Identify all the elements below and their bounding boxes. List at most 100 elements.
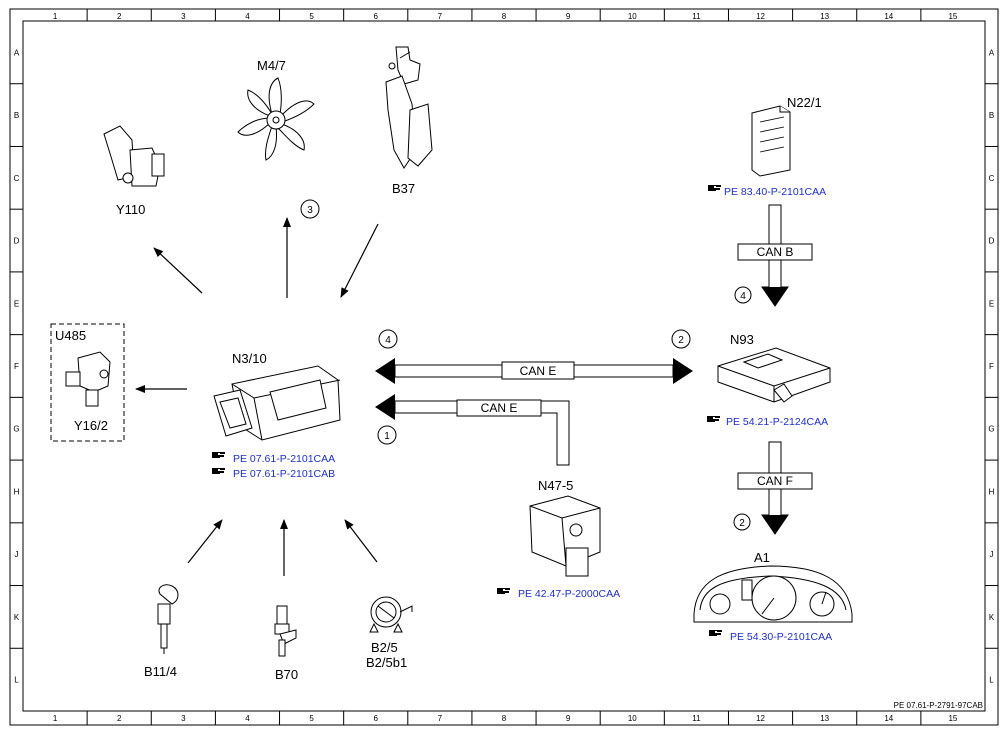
grid-column-label: 3 <box>181 12 186 21</box>
y110-label: Y110 <box>116 202 145 217</box>
grid-row-label: L <box>14 676 19 685</box>
y16-2-label: Y16/2 <box>74 418 108 433</box>
m47-label: M4/7 <box>257 58 286 73</box>
b2-5b1-label: B2/5b1 <box>366 655 407 670</box>
grid-column-label: 7 <box>438 714 443 723</box>
svg-text:4: 4 <box>740 291 746 302</box>
grid-row-label: D <box>989 237 995 246</box>
grid-row-label: H <box>14 487 20 496</box>
control-unit-n93-icon <box>717 347 831 403</box>
grid-row-label: C <box>989 174 995 183</box>
grid-column-label: 15 <box>948 714 957 723</box>
grid-row-label: A <box>989 48 995 57</box>
arrow-from-b2-5 <box>344 519 378 563</box>
grid-column-label: 7 <box>438 12 443 21</box>
grid-column-label: 12 <box>756 714 765 723</box>
grid-row-label: C <box>14 174 20 183</box>
grid-row-label: H <box>989 487 995 496</box>
grid-row-label: J <box>990 550 994 559</box>
fan-icon <box>237 77 315 161</box>
grid-row-label: E <box>989 299 994 308</box>
n3-10-label: N3/10 <box>232 351 267 366</box>
callout-can-b: 4 <box>734 286 752 304</box>
pointing-hand-icon <box>212 452 225 458</box>
valve-y110-icon <box>103 125 165 187</box>
grid-column-label: 10 <box>628 714 637 723</box>
reference-n47-5[interactable]: PE 42.47-P-2000CAA <box>497 588 620 600</box>
reference-n3-10-a-text[interactable]: PE 07.61-P-2101CAA <box>233 453 335 465</box>
reference-a1-text[interactable]: PE 54.30-P-2101CAA <box>730 631 832 643</box>
can-e-bottom-label: CAN E <box>481 401 518 415</box>
reference-n93-text[interactable]: PE 54.21-P-2124CAA <box>726 416 828 428</box>
engine-control-unit-icon <box>213 365 341 441</box>
can-f-bus: CAN F <box>737 441 813 535</box>
pedal-sensor-icon <box>385 46 433 169</box>
n47-5-label: N47-5 <box>538 478 573 493</box>
grid-column-label: 5 <box>309 714 314 723</box>
can-e-top-label: CAN E <box>520 364 557 378</box>
svg-text:2: 2 <box>678 335 684 346</box>
grid-column-label: 2 <box>117 12 122 21</box>
grid-column-label: 6 <box>374 714 379 723</box>
grid-column-label: 9 <box>566 12 571 21</box>
u485-group-box <box>50 323 125 442</box>
grid-column-label: 6 <box>374 12 379 21</box>
crankshaft-sensor-icon <box>274 605 297 657</box>
grid-column-label: 13 <box>820 12 829 21</box>
abs-unit-icon <box>529 495 601 577</box>
grid-column-label: 14 <box>884 12 893 21</box>
can-b-bus: CAN B <box>737 204 813 307</box>
reference-n22-1-text[interactable]: PE 83.40-P-2101CAA <box>724 186 826 198</box>
b37-label: B37 <box>392 181 415 196</box>
n22-1-label: N22/1 <box>787 95 822 110</box>
pointing-hand-icon <box>497 588 510 594</box>
svg-text:4: 4 <box>385 335 391 346</box>
reference-n47-5-text[interactable]: PE 42.47-P-2000CAA <box>518 588 620 600</box>
grid-column-label: 11 <box>692 714 701 723</box>
temperature-sensor-icon <box>157 584 179 654</box>
arrow-from-b37 <box>340 223 379 298</box>
grid-row-label: F <box>989 362 994 371</box>
callout-can-f: 2 <box>733 513 751 531</box>
pointing-hand-icon <box>708 185 721 191</box>
grid-column-label: 8 <box>502 12 507 21</box>
grid-column-label: 8 <box>502 714 507 723</box>
reference-n22-1[interactable]: PE 83.40-P-2101CAA <box>708 185 826 198</box>
pointing-hand-icon <box>212 468 225 474</box>
callout-can-e-right: 2 <box>671 329 691 349</box>
grid-row-label: K <box>14 613 20 622</box>
grid-column-label: 10 <box>628 12 637 21</box>
grid-row-label: B <box>989 111 994 120</box>
u485-label: U485 <box>55 328 86 343</box>
grid-column-label: 11 <box>692 12 701 21</box>
can-e-bus-top: CAN E <box>375 358 693 384</box>
reference-n3-10-a[interactable]: PE 07.61-P-2101CAA <box>212 452 335 465</box>
b70-label: B70 <box>275 667 298 682</box>
b11-4-label: B11/4 <box>144 664 177 679</box>
grid-row-label: L <box>989 676 994 685</box>
drawing-frame <box>9 8 999 726</box>
grid-row-label: B <box>14 111 19 120</box>
svg-text:3: 3 <box>307 205 313 216</box>
b2-5-label: B2/5 <box>371 640 398 655</box>
grid-row-label: D <box>14 237 20 246</box>
svg-text:1: 1 <box>384 431 390 442</box>
grid-column-label: 1 <box>53 714 58 723</box>
pointing-hand-icon <box>707 416 720 422</box>
arrow-from-b11-4 <box>187 519 223 564</box>
grid-column-label: 4 <box>245 12 250 21</box>
reference-a1[interactable]: PE 54.30-P-2101CAA <box>709 630 832 643</box>
grid-row-label: K <box>989 613 995 622</box>
column-labels: 1122334455667788991010111112121313141415… <box>53 12 958 723</box>
a1-label: A1 <box>754 550 770 565</box>
grid-row-label: F <box>14 362 19 371</box>
can-b-label: CAN B <box>757 245 794 259</box>
callout-can-e-left: 4 <box>378 329 398 349</box>
reference-n3-10-b[interactable]: PE 07.61-P-2101CAB <box>212 468 335 480</box>
reference-n93[interactable]: PE 54.21-P-2124CAA <box>707 416 828 428</box>
grid-column-label: 1 <box>53 12 58 21</box>
drawing-code: PE 07.61-P-2791-97CAB <box>894 701 983 710</box>
reference-n3-10-b-text[interactable]: PE 07.61-P-2101CAB <box>233 468 335 480</box>
